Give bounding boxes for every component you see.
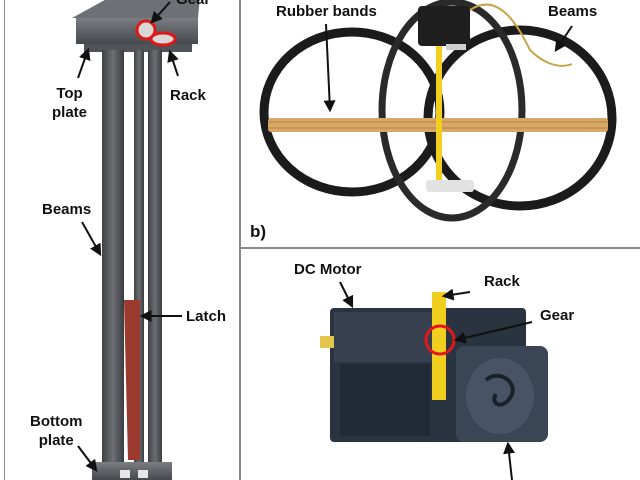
gear-pointer-c (453, 321, 533, 344)
cage-assembly (259, 0, 617, 222)
cage-top-hub (418, 6, 470, 46)
gear-highlight-a (135, 19, 157, 41)
cage-rack (436, 40, 442, 180)
panel-c-frame (240, 248, 640, 480)
housing-rack (432, 292, 446, 400)
cad-structure (72, 0, 200, 480)
label-rack-a: Rack (170, 87, 206, 104)
dc-motor-pointer (339, 281, 354, 309)
rack-highlight-a (149, 31, 177, 47)
top-plate-pointer (77, 47, 91, 79)
housing-motor-tab (320, 336, 334, 348)
housing-left-block (334, 312, 434, 362)
beam-right-outer (148, 50, 162, 468)
cage-beam-left (259, 27, 445, 197)
label-rubber-bands: Rubber bands (276, 3, 377, 20)
beams-pointer-b (554, 25, 573, 52)
top-plate-lip (84, 44, 192, 52)
label-beams-a: Beams (42, 201, 92, 218)
label-dc-motor: DC Motor (294, 261, 362, 278)
panel-b-tag: b) (250, 222, 267, 241)
housing-wheel-spiral (484, 373, 515, 407)
panel-a-frame (4, 0, 240, 480)
rack-pointer-c (441, 288, 471, 301)
latch-part (124, 300, 140, 460)
label-latch: Latch (186, 308, 227, 325)
motor-housing (320, 292, 548, 442)
rubber-bands-pointer (323, 23, 336, 113)
label-gear-c: Gear (540, 307, 575, 324)
wheel-pointer (503, 441, 516, 480)
bottom-plate-slot-1 (120, 470, 130, 478)
panel-b-pointers (323, 23, 573, 113)
gear-pointer-a (150, 1, 171, 24)
beams-pointer-a (81, 221, 102, 257)
bottom-plate-pointer (77, 445, 98, 472)
panel-b-frame (240, 0, 640, 248)
label-beams-b: Beams (548, 3, 598, 20)
bottom-plate (92, 462, 172, 480)
label-top-plate: Top plate (52, 85, 88, 121)
label-gear-a: Gear (176, 0, 210, 9)
rack-pointer-a (167, 49, 179, 77)
beam-right-inner (134, 50, 144, 468)
label-rack-c: Rack (484, 273, 520, 290)
cage-wire (469, 3, 573, 67)
cage-bottom-hub (426, 180, 474, 192)
cage-top-hub-pin (446, 44, 466, 50)
housing-lower-block (340, 364, 430, 436)
panel-c-pointers (339, 281, 533, 480)
panel-a-pointers (77, 1, 182, 472)
cage-beam-center (378, 0, 526, 222)
housing-wheel (466, 358, 534, 434)
label-bottom-plate: Bottom plate (30, 413, 83, 449)
bottom-plate-slot-2 (138, 470, 148, 478)
beam-left-outer (102, 50, 124, 468)
